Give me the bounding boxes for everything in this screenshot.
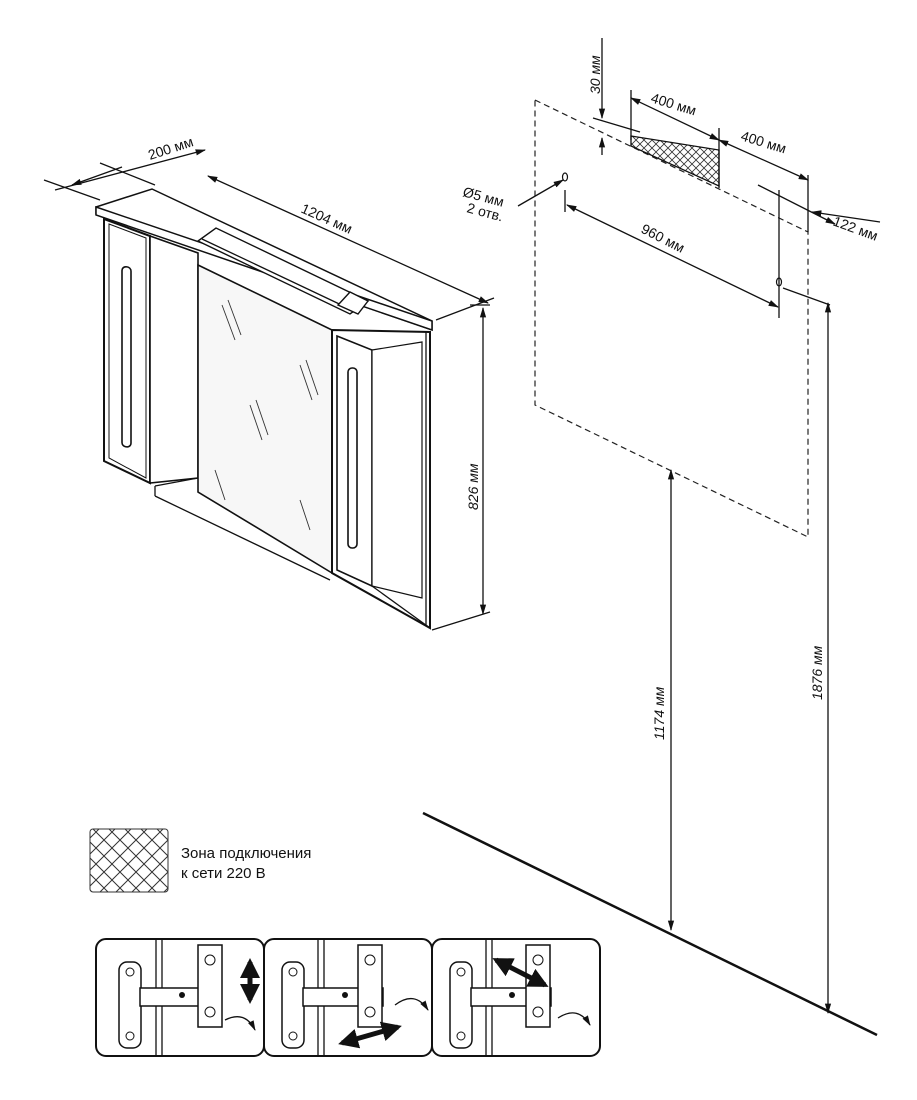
floor-to-bottom-label: 1174 мм [651, 686, 667, 740]
wall-dimension-lines [422, 38, 881, 1037]
mounting-holes [561, 172, 783, 287]
depth-label: 200 мм [146, 133, 195, 163]
top-offset-label: 30 мм [587, 55, 603, 94]
mounting-hole-left [561, 172, 569, 182]
legend-line-1: Зона подключения [181, 845, 311, 862]
hole-span-label: 960 мм [639, 220, 688, 255]
wall-outline [534, 99, 809, 538]
legend-line-2: к сети 220 В [181, 865, 266, 882]
floor-to-holes-label: 1876 мм [809, 645, 825, 700]
hinge-vertical-adjust-icon [95, 938, 265, 1057]
legend-swatch [89, 828, 169, 893]
connection-zone [630, 135, 720, 188]
hinge-depth-adjust-icon [431, 938, 601, 1057]
hinge-panels [95, 938, 601, 1057]
zone-width-label: 400 мм [649, 90, 698, 119]
hole-side-label: 122 мм [831, 213, 880, 244]
width-label: 1204 мм [299, 200, 355, 237]
height-label: 826 мм [465, 463, 481, 510]
legend: Зона подключения к сети 220 В [89, 828, 311, 893]
cabinet-dimension-lines [43, 149, 495, 631]
hinge-horizontal-adjust-icon [263, 938, 433, 1057]
